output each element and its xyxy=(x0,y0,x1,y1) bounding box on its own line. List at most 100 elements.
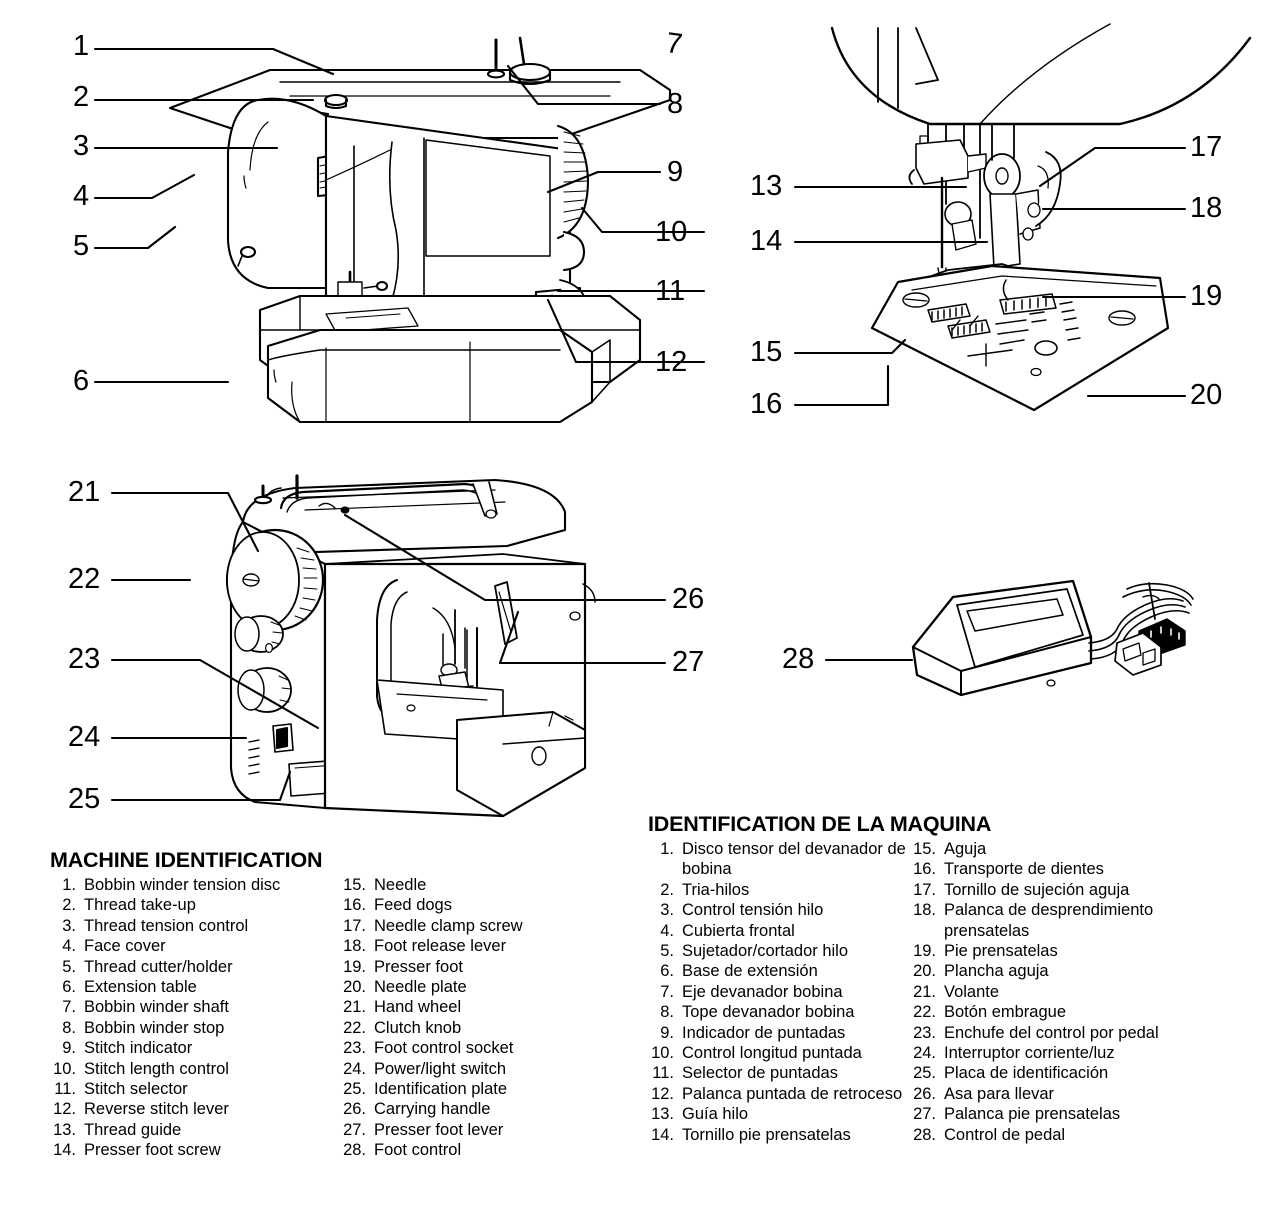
english-part-label: Foot control xyxy=(374,1141,462,1160)
spanish-part-label: Interruptor corriente/luz xyxy=(944,1044,1115,1063)
list-item: 6.Extension table xyxy=(50,977,340,997)
list-item: 24.Power/light switch xyxy=(340,1059,600,1079)
callout-number-15: 15 xyxy=(750,336,783,368)
callout-number-28: 28 xyxy=(782,643,815,675)
spanish-part-number: 28. xyxy=(913,1125,936,1144)
spanish-part-label: Palanca puntada de retroceso xyxy=(682,1084,903,1103)
spanish-part-number: 27. xyxy=(913,1105,936,1124)
english-part-number: 17. xyxy=(343,916,366,935)
english-part-number: 8. xyxy=(62,1018,76,1037)
spanish-part-label: Tria-hilos xyxy=(682,880,750,899)
spanish-part-label: Indicador de puntadas xyxy=(682,1023,846,1042)
spanish-list-heading: IDENTIFICATION DE LA MAQUINA xyxy=(648,812,992,836)
english-part-number: 22. xyxy=(343,1018,366,1037)
spanish-part-label: Sujetador/cortador hilo xyxy=(682,942,849,961)
callout-number-25: 25 xyxy=(68,783,101,815)
callout-number-16: 16 xyxy=(750,388,783,420)
callout-number-20: 20 xyxy=(1190,379,1223,411)
list-item: 19. Presser foot xyxy=(340,957,600,977)
callout-number-8: 8 xyxy=(667,88,684,120)
spanish-part-number: 7. xyxy=(660,982,674,1001)
spanish-part-number: 21. xyxy=(913,982,936,1001)
needle-and-presser-foot-detail xyxy=(820,23,1252,428)
english-part-label: Foot control socket xyxy=(374,1039,514,1058)
english-part-number: 3. xyxy=(62,916,76,935)
list-item: 17.Tornillo de sujeción aguja xyxy=(910,880,1210,900)
list-item: 11.Selector de puntadas xyxy=(648,1063,910,1083)
sewing-machine-rear-view xyxy=(155,468,615,818)
spanish-part-label: Transporte de dientes xyxy=(944,860,1104,879)
english-part-label: Face cover xyxy=(84,937,166,956)
callout-number-13: 13 xyxy=(750,170,783,202)
spanish-part-number: 15. xyxy=(913,840,936,858)
callout-number-9: 9 xyxy=(667,156,684,188)
list-item: 20.Needle plate xyxy=(340,977,600,997)
english-part-number: 19. xyxy=(343,957,366,976)
spanish-part-label: Control tensión hilo xyxy=(682,901,824,920)
spanish-parts-list: IDENTIFICATION DE LA MAQUINA 1.Disco ten… xyxy=(648,812,1268,1145)
list-item: 28.Foot control xyxy=(340,1140,600,1160)
list-item: 23.Enchufe del control por pedal xyxy=(910,1023,1210,1043)
english-part-number: 16. xyxy=(343,896,366,915)
callout-number-18: 18 xyxy=(1190,192,1223,224)
english-part-label: Presser foot xyxy=(374,957,463,976)
list-item: 14.Tornillo pie prensatelas xyxy=(648,1125,910,1145)
list-item: 20.Plancha aguja xyxy=(910,961,1210,981)
callout-number-19: 19 xyxy=(1190,280,1223,312)
leader-line-4 xyxy=(93,173,196,200)
spanish-part-label: Asa para llevar xyxy=(944,1084,1055,1103)
sewing-machine-front-view xyxy=(140,30,700,424)
list-item: 25.Identification plate xyxy=(340,1079,600,1099)
spanish-part-number: 1. xyxy=(660,840,674,858)
list-item: 2.Thread take-up xyxy=(50,895,340,915)
list-item: 19.Pie prensatelas xyxy=(910,941,1210,961)
list-item: 6.Base de extensión xyxy=(648,961,910,981)
list-item: 18.Foot release lever xyxy=(340,936,600,956)
spanish-part-label: Selector de puntadas xyxy=(682,1064,838,1083)
list-item: 2.Tria-hilos xyxy=(648,880,910,900)
callout-number-11: 11 xyxy=(655,275,686,307)
english-part-label: Clutch knob xyxy=(374,1018,462,1037)
english-part-label: Needle clamp screw xyxy=(374,916,523,935)
list-item: 11.Stitch selector xyxy=(50,1079,340,1099)
leader-line-17 xyxy=(1038,146,1187,188)
leader-line-8 xyxy=(506,64,662,106)
english-part-label: Thread tension control xyxy=(84,916,249,935)
callout-number-5: 5 xyxy=(73,230,90,262)
english-parts-list: MACHINE IDENTIFICATION 1.Bobbin winder t… xyxy=(50,848,610,1161)
list-item: 1.Disco tensor del devanador de bobina xyxy=(648,839,910,880)
list-item: 22.Botón embrague xyxy=(910,1002,1210,1022)
list-item: 10.Control longitud puntada xyxy=(648,1043,910,1063)
english-part-label: Power/light switch xyxy=(374,1059,507,1078)
english-part-number: 10. xyxy=(53,1059,76,1078)
list-item: 12.Palanca puntada de retroceso xyxy=(648,1084,910,1104)
leader-line-1 xyxy=(93,47,335,76)
list-item: 23.Foot control socket xyxy=(340,1038,600,1058)
spanish-part-number: 16. xyxy=(913,860,936,879)
english-part-label: Bobbin winder tension disc xyxy=(84,876,281,894)
english-part-number: 26. xyxy=(343,1100,366,1119)
spanish-part-label: Control de pedal xyxy=(944,1125,1066,1144)
list-item: 24.Interruptor corriente/luz xyxy=(910,1043,1210,1063)
spanish-part-number: 18. xyxy=(913,901,936,920)
spanish-part-number: 5. xyxy=(660,942,674,961)
english-part-number: 15. xyxy=(343,876,366,894)
callout-number-14: 14 xyxy=(750,225,783,257)
english-part-label: Thread cutter/holder xyxy=(84,957,233,976)
english-part-label: Reverse stitch lever xyxy=(84,1100,229,1119)
list-item: 21.Volante xyxy=(910,982,1210,1002)
spanish-part-number: 20. xyxy=(913,962,936,981)
spanish-part-label: Control longitud puntada xyxy=(682,1044,862,1063)
english-part-number: 5. xyxy=(62,957,76,976)
list-item: 27.Palanca pie prensatelas xyxy=(910,1104,1210,1124)
leader-line-9 xyxy=(546,170,662,194)
list-item: 7.Bobbin winder shaft xyxy=(50,997,340,1017)
english-list-heading: MACHINE IDENTIFICATION xyxy=(50,848,323,872)
spanish-part-number: 23. xyxy=(913,1023,936,1042)
leader-line-21 xyxy=(110,491,260,553)
english-part-number: 6. xyxy=(62,978,76,997)
spanish-part-number: 9. xyxy=(660,1023,674,1042)
list-item: 21.Hand wheel xyxy=(340,997,600,1017)
